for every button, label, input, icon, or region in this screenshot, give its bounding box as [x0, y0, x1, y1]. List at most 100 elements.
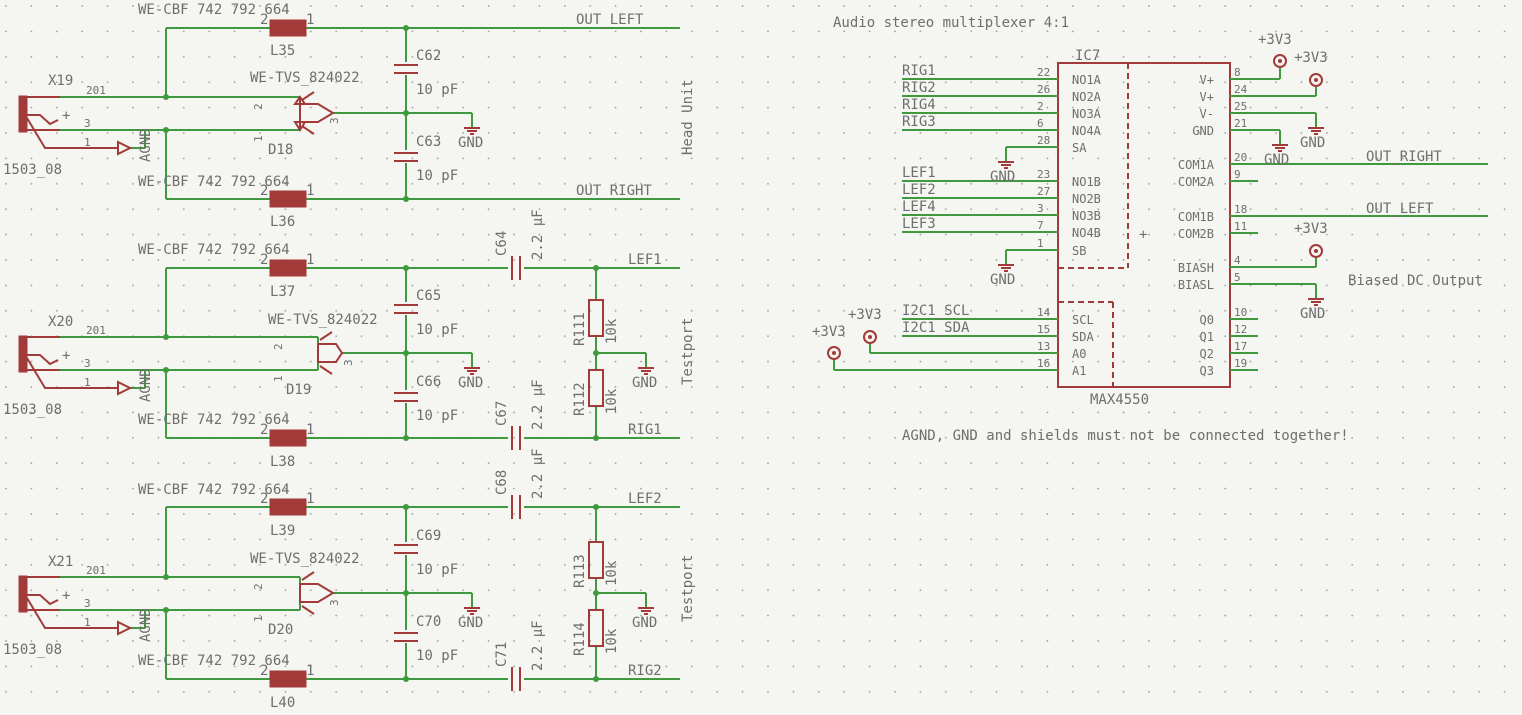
net-label: RIG1 — [902, 63, 936, 79]
inductor-icon — [269, 259, 307, 277]
supply-label: +3V3 — [848, 307, 882, 323]
ic-body — [1057, 62, 1231, 388]
gnd-label: GND — [1264, 152, 1289, 168]
ic-pin-name: SCL — [1072, 313, 1094, 327]
supply-label: +3V3 — [1294, 221, 1328, 237]
ic-pin-number: 4 — [1234, 254, 1241, 267]
resistor-value: 10k — [604, 388, 620, 414]
ic-pin-number: 7 — [1037, 219, 1044, 232]
supply-label: +3V3 — [812, 324, 846, 340]
net-label: OUT_RIGHT — [576, 183, 652, 199]
supply-icon — [863, 330, 877, 344]
net-label: OUT_LEFT — [576, 12, 644, 28]
resistor-icon — [588, 609, 604, 647]
net-label: LEF3 — [902, 216, 936, 232]
inductor-ref: L35 — [270, 43, 295, 59]
inductor-icon — [269, 19, 307, 37]
pin-label: 2 — [260, 183, 268, 199]
agnd-label: AGND — [138, 128, 154, 162]
resistor-ref: R112 — [572, 382, 588, 416]
resistor-icon — [588, 369, 604, 407]
pin-label: 2 — [252, 103, 265, 110]
pin-label: 3 — [342, 359, 355, 366]
gnd-label: GND — [1300, 135, 1325, 151]
net-label: LEF1 — [902, 165, 936, 181]
cap-value: 10 pF — [416, 82, 458, 98]
ic-pin-number: 12 — [1234, 323, 1247, 336]
ic-pin-number: 13 — [1037, 340, 1050, 353]
pin-label: 1 — [306, 422, 314, 438]
net-label: RIG3 — [902, 114, 936, 130]
port-label: Head Unit — [680, 79, 696, 155]
supply-label: +3V3 — [1294, 50, 1328, 66]
net-label: LEF4 — [902, 199, 936, 215]
pin-label: 201 — [86, 324, 106, 337]
cap-value: 10 pF — [416, 408, 458, 424]
inductor-icon — [269, 670, 307, 688]
pin-label: 3 — [328, 599, 341, 606]
net-label: RIG2 — [628, 663, 662, 679]
ic-part: MAX4550 — [1090, 392, 1149, 408]
block-head-unit: WE-CBF 742 792 664 2 1 L35 WE-TVS_824022… — [3, 2, 696, 230]
pin-label: 3 — [328, 117, 341, 124]
cap-ref: C66 — [416, 374, 441, 390]
ferrite-part-label: WE-CBF 742 792 664 — [138, 482, 290, 498]
pin-label: 3 — [84, 597, 91, 610]
pin-label: 2 — [260, 663, 268, 679]
pin-label: + — [62, 348, 70, 364]
pin-label: 2 — [260, 422, 268, 438]
ferrite-part-label: WE-CBF 742 792 664 — [138, 653, 290, 669]
ferrite-part-label: WE-CBF 742 792 664 — [138, 2, 290, 18]
cap-ref: C69 — [416, 528, 441, 544]
ic-pin-name: V+ — [1200, 73, 1214, 87]
ic-ref: IC7 — [1075, 48, 1100, 64]
pin-label: 2 — [260, 491, 268, 507]
resistor-icon — [588, 541, 604, 579]
pin-label: 2 — [252, 583, 265, 590]
tvs-ref: D20 — [268, 622, 293, 638]
ic-pin-name: Q2 — [1200, 347, 1214, 361]
net-label: OUT_LEFT — [1366, 201, 1434, 217]
cap-ref: C67 — [494, 401, 510, 426]
ic-pin-name: NO1B — [1072, 175, 1101, 189]
ic-pin-name: NO4B — [1072, 226, 1101, 240]
cap-value: 2.2 µF — [530, 209, 546, 260]
ic-pin-name: SA — [1072, 141, 1087, 155]
pin-label: 1 — [84, 136, 91, 149]
inductor-ref: L40 — [270, 695, 295, 711]
ic-pin-name: COM2A — [1178, 175, 1215, 189]
pin-label: 201 — [86, 564, 106, 577]
ic-pin-name: NO1A — [1072, 73, 1102, 87]
inductor-ref: L37 — [270, 284, 295, 300]
cap-ref: C63 — [416, 134, 441, 150]
inductor-ref: L38 — [270, 454, 295, 470]
schematic-title: Audio stereo multiplexer 4:1 — [833, 15, 1069, 31]
ic-pin-name: Q3 — [1200, 364, 1214, 378]
jack-icon — [18, 335, 28, 373]
jack-part-label: 1503_08 — [3, 642, 62, 658]
supply-icon — [827, 346, 841, 360]
pin-label: 1 — [272, 375, 285, 382]
ic-pin-number: 27 — [1037, 185, 1050, 198]
block-testport-2: WE-CBF 742 792 664 2 1 L39 WE-TVS_824022… — [3, 448, 696, 711]
bias-label: Biased DC Output — [1348, 273, 1483, 289]
agnd-label: AGND — [138, 608, 154, 642]
pin-label: 1 — [252, 615, 265, 622]
cap-value: 10 pF — [416, 168, 458, 184]
jack-ref: X19 — [48, 73, 73, 89]
cap-ref: C70 — [416, 614, 441, 630]
ic-pin-name: GND — [1192, 124, 1214, 138]
gnd-label: GND — [990, 169, 1015, 185]
ic-pin-number: 14 — [1037, 306, 1051, 319]
ic-pin-name: Q1 — [1200, 330, 1214, 344]
supply-icon — [1273, 54, 1287, 68]
ic-left-pins: 22NO1ARIG126NO2ARIG22NO3ARIG46NO4ARIG328… — [902, 63, 1102, 378]
pin-label: 2 — [260, 12, 268, 28]
pin-label: 3 — [84, 357, 91, 370]
cap-value: 10 pF — [416, 562, 458, 578]
ic-pin-number: 22 — [1037, 66, 1050, 79]
ic-pin-number: 23 — [1037, 168, 1050, 181]
resistor-value: 10k — [604, 318, 620, 344]
tvs-part-label: WE-TVS_824022 — [250, 70, 360, 86]
